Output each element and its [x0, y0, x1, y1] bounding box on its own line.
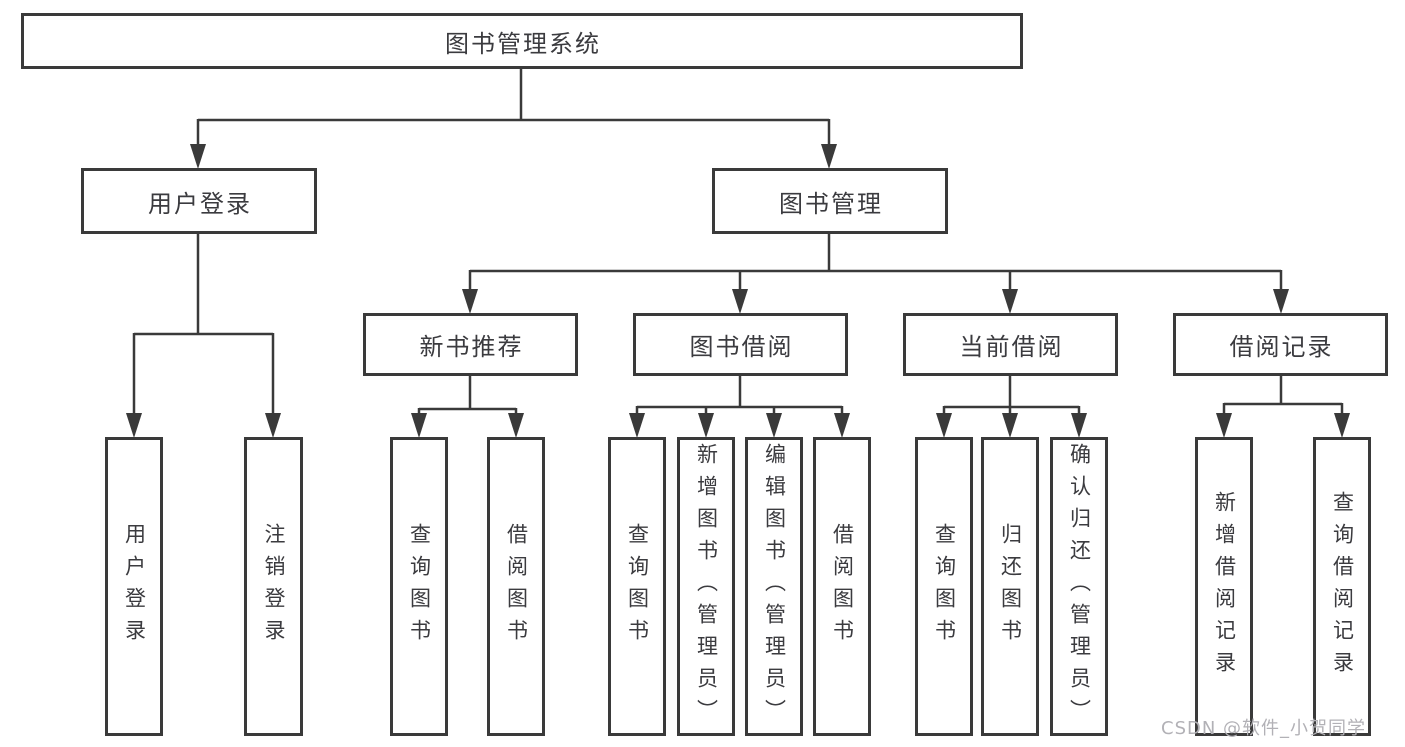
node-book-borrowing: 图书借阅 [633, 313, 848, 376]
node-borrowing-records: 借阅记录 [1173, 313, 1388, 376]
csdn-watermark: CSDN @软件_小贺同学 [1161, 718, 1367, 739]
leaf-return-book: 归还图书 [981, 437, 1039, 736]
arrowheads [126, 144, 1350, 438]
leaf-confirm-return-admin: 确认归还（管理员） [1050, 437, 1108, 736]
leaf-logout: 注销登录 [244, 437, 303, 736]
node-current-borrowing: 当前借阅 [903, 313, 1118, 376]
leaf-query-borrow-record: 查询借阅记录 [1313, 437, 1371, 736]
node-book-management: 图书管理 [712, 168, 948, 234]
leaf-edit-book-admin: 编辑图书（管理员） [745, 437, 803, 736]
node-new-book-recommendation: 新书推荐 [363, 313, 578, 376]
leaf-query-books-recommend: 查询图书 [390, 437, 448, 736]
leaf-user-login: 用户登录 [105, 437, 163, 736]
leaf-add-book-admin: 新增图书（管理员） [677, 437, 735, 736]
node-user-login: 用户登录 [81, 168, 317, 234]
node-library-management-system: 图书管理系统 [21, 13, 1023, 69]
leaf-add-borrow-record: 新增借阅记录 [1195, 437, 1253, 736]
leaf-borrow-books-recommend: 借阅图书 [487, 437, 545, 736]
leaf-query-books-borrowing: 查询图书 [608, 437, 666, 736]
leaf-borrow-books-borrowing: 借阅图书 [813, 437, 871, 736]
leaf-query-books-current: 查询图书 [915, 437, 973, 736]
